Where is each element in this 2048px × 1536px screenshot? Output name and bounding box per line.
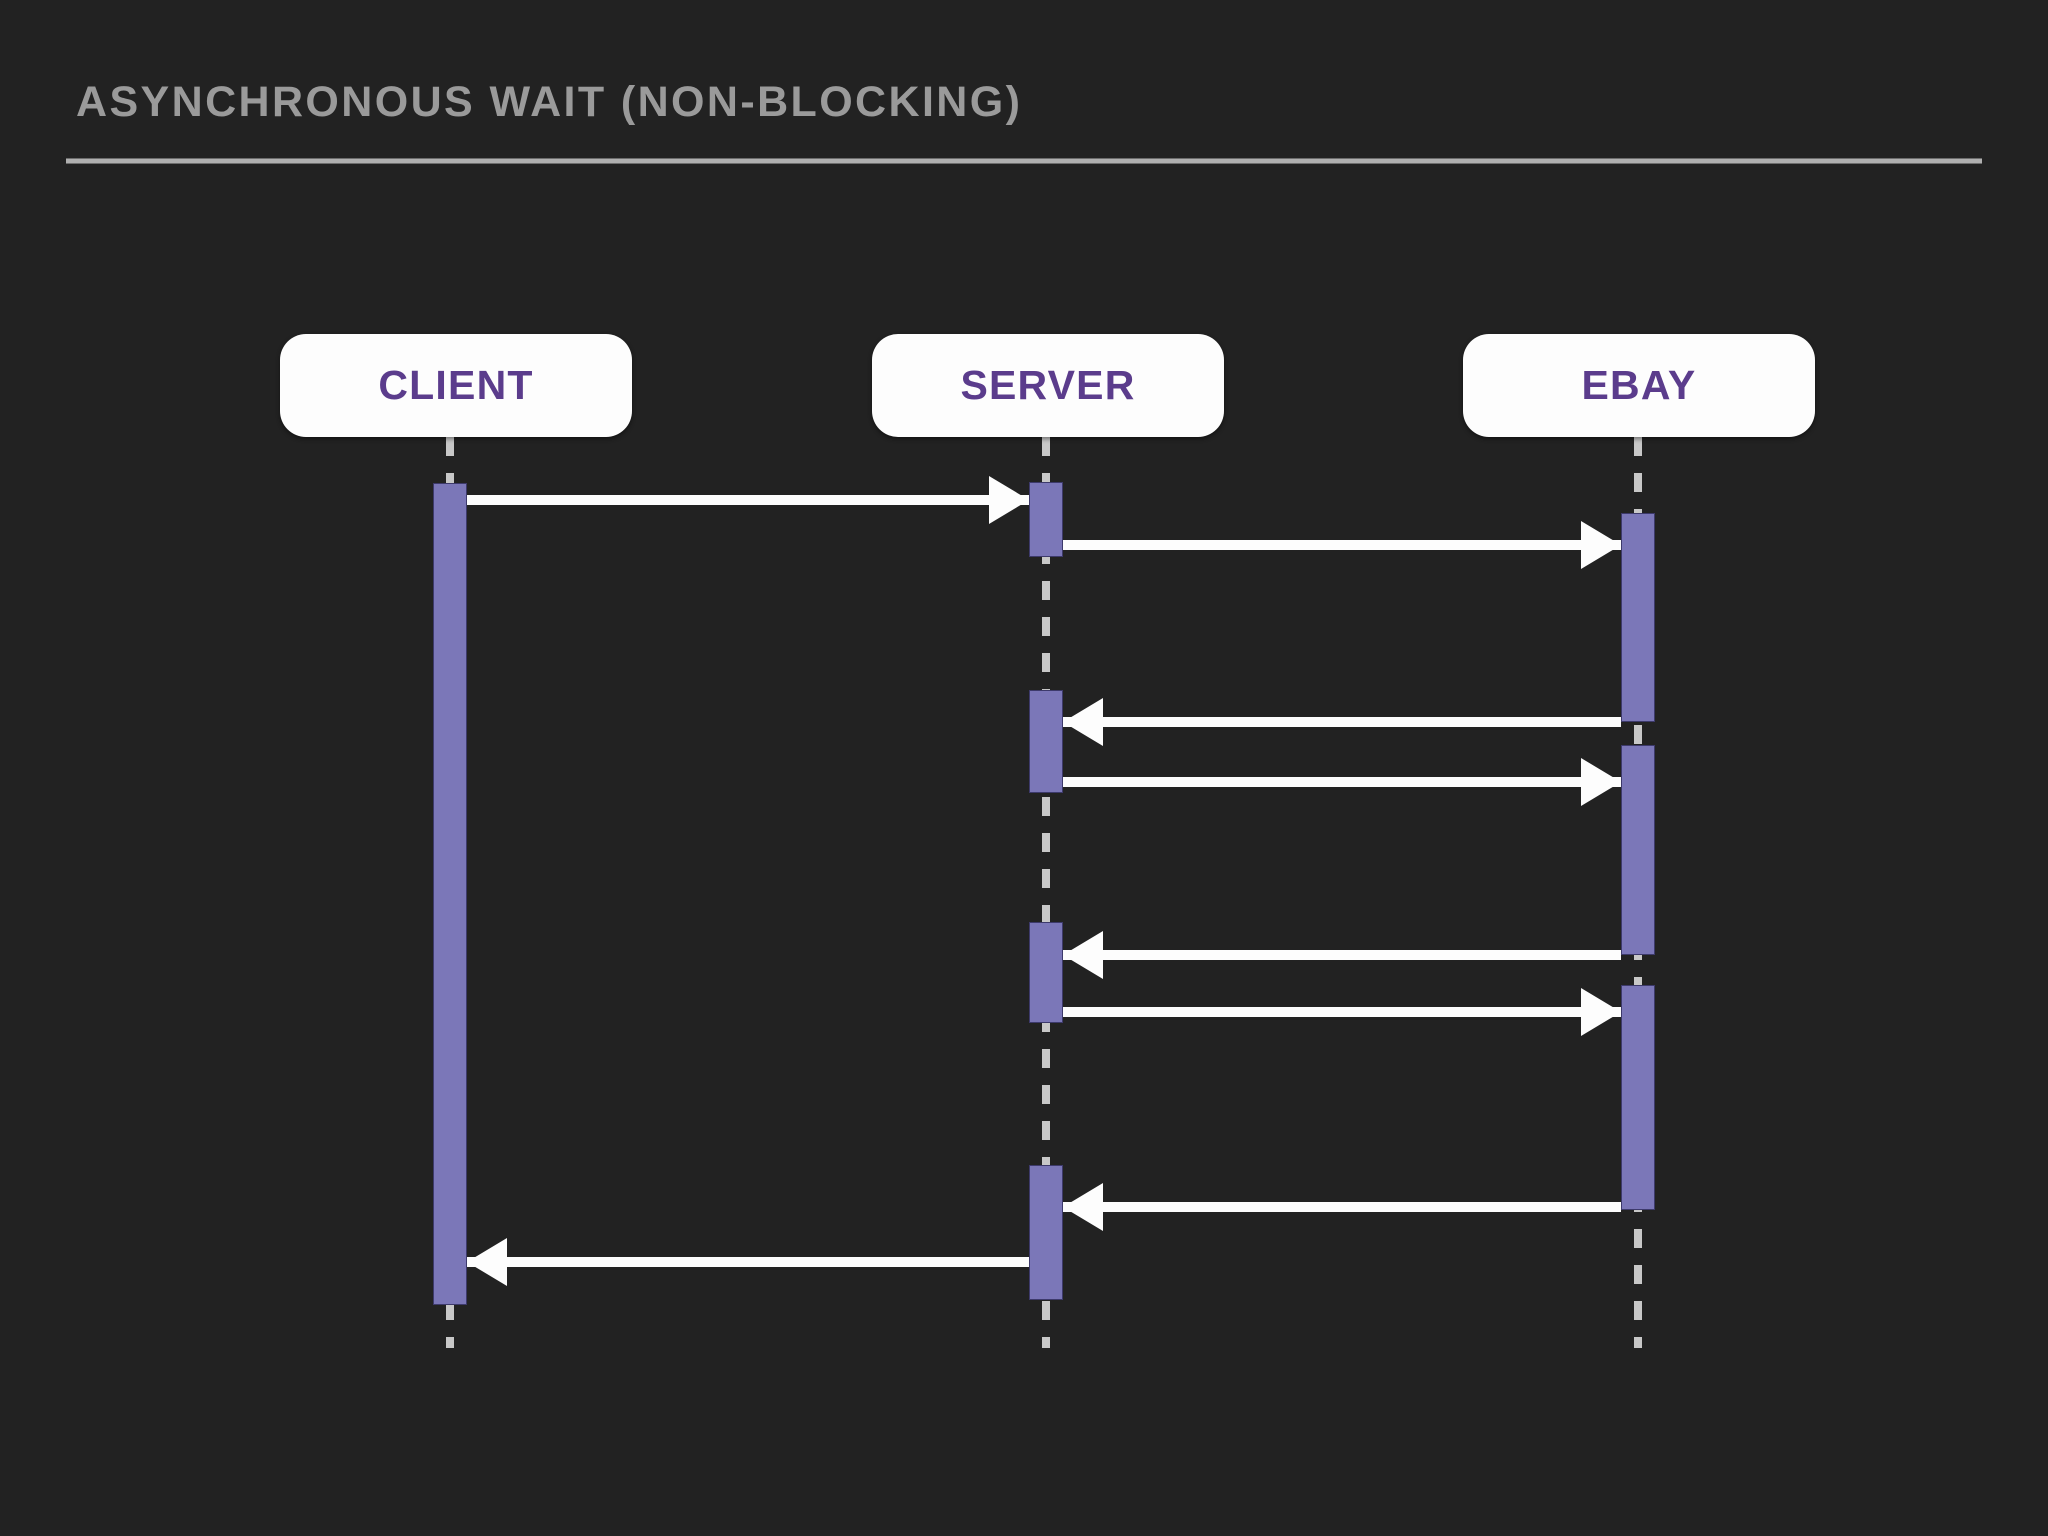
activation-bar-ebay-a1 (1621, 513, 1655, 722)
lifeline-server (1042, 437, 1050, 1348)
participant-box-server[interactable]: SERVER (872, 334, 1224, 437)
message-line-m5 (1063, 950, 1621, 960)
arrowhead-left-icon (1063, 931, 1103, 979)
participant-box-ebay[interactable]: EBAY (1463, 334, 1815, 437)
activation-bar-ebay-a3 (1621, 985, 1655, 1210)
arrowhead-left-icon (1063, 1183, 1103, 1231)
arrowhead-left-icon (1063, 698, 1103, 746)
message-line-m4 (1063, 777, 1621, 787)
arrowhead-right-icon (989, 476, 1029, 524)
message-line-m2 (1063, 540, 1621, 550)
participant-label-server: SERVER (960, 362, 1136, 408)
arrowhead-right-icon (1581, 988, 1621, 1036)
message-line-m8 (467, 1257, 1029, 1267)
activation-bar-server-a4 (1029, 1165, 1063, 1300)
title-divider (66, 158, 1982, 164)
activation-bar-server-a1 (1029, 482, 1063, 557)
arrowhead-right-icon (1581, 521, 1621, 569)
activation-bar-server-a3 (1029, 922, 1063, 1023)
message-line-m6 (1063, 1007, 1621, 1017)
participant-box-client[interactable]: CLIENT (280, 334, 632, 437)
participant-label-ebay: EBAY (1581, 362, 1697, 408)
message-line-m7 (1063, 1202, 1621, 1212)
activation-bar-server-a2 (1029, 690, 1063, 793)
arrowhead-left-icon (467, 1238, 507, 1286)
arrowhead-right-icon (1581, 758, 1621, 806)
message-line-m3 (1063, 717, 1621, 727)
page-title: ASYNCHRONOUS WAIT (NON-BLOCKING) (76, 78, 1023, 126)
participant-label-client: CLIENT (378, 362, 534, 408)
activation-bar-ebay-a2 (1621, 745, 1655, 955)
message-line-m1 (467, 495, 1029, 505)
activation-bar-client-a1 (433, 483, 467, 1305)
